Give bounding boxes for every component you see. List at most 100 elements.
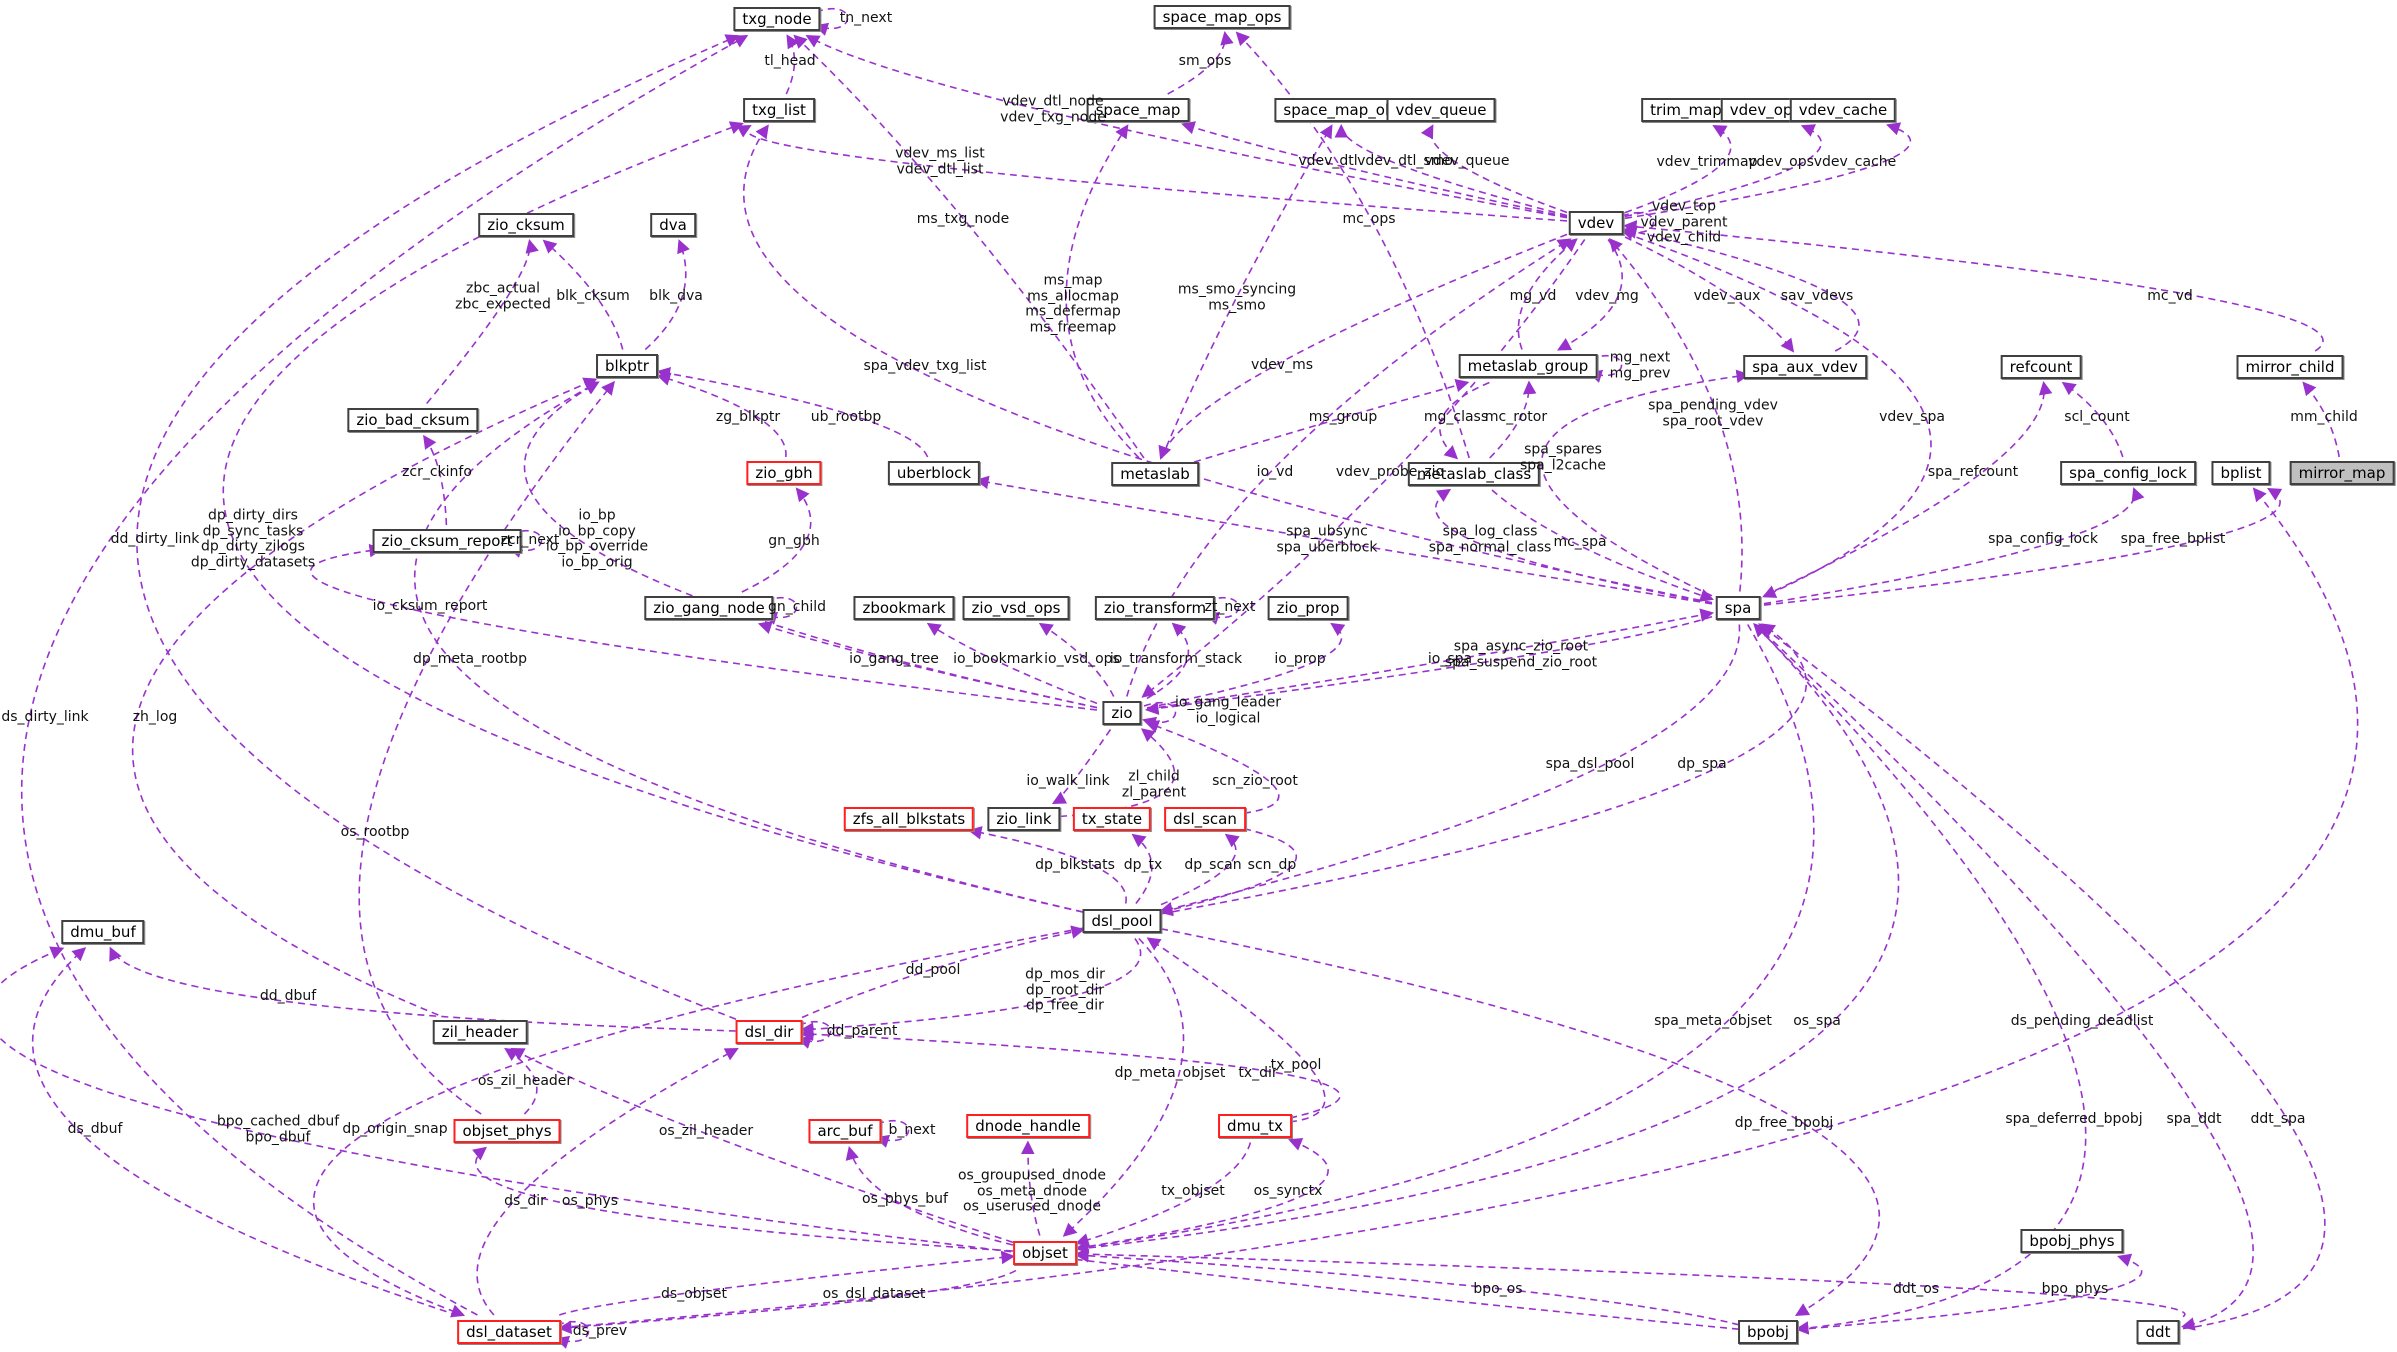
edge-zio-zio_link [1051, 729, 1112, 804]
edge-zio_link-zio [1059, 728, 1176, 818]
node-metaslab[interactable]: metaslab [1111, 462, 1199, 486]
edge-metaslab-metaslab_group [1193, 378, 1470, 463]
node-dsl_pool[interactable]: dsl_pool [1082, 909, 1162, 933]
node-vdev[interactable]: vdev [1568, 211, 1624, 235]
edge-uberblock-blkptr [656, 366, 929, 458]
node-objset[interactable]: objset [1013, 1241, 1077, 1265]
edge-zio-zio_prop [1146, 622, 1346, 709]
edge-dsl_dataset-dsl_dataset [555, 1320, 590, 1349]
node-bpobj[interactable]: bpobj [1738, 1320, 1798, 1344]
edge-dsl_dataset-dmu_buf [31, 947, 459, 1317]
node-dsl_dataset[interactable]: dsl_dataset [457, 1320, 561, 1344]
edge-blkptr-zio_cksum [542, 239, 624, 350]
node-txg_node[interactable]: txg_node [733, 7, 821, 31]
edge-zio_gang_node-zio_gang_node [763, 596, 798, 625]
edge-spa-metaslab_class [1434, 488, 1713, 604]
edge-zio_bad_cksum-zio_cksum [426, 239, 539, 405]
node-space_map[interactable]: space_map [1086, 98, 1190, 122]
node-objset_phys[interactable]: objset_phys [453, 1119, 561, 1143]
node-zio[interactable]: zio [1102, 701, 1142, 725]
node-zio_prop[interactable]: zio_prop [1267, 596, 1349, 620]
edge-vdev-trim_map [1624, 124, 1732, 214]
node-zio_bad_cksum[interactable]: zio_bad_cksum [347, 408, 479, 432]
edge-metaslab_class-spa [1491, 489, 1714, 602]
node-mirror_map[interactable]: mirror_map [2289, 461, 2395, 485]
node-spa[interactable]: spa [1715, 596, 1761, 620]
node-refcount[interactable]: refcount [2000, 355, 2082, 379]
node-dva[interactable]: dva [650, 213, 696, 237]
node-trim_map[interactable]: trim_map [1641, 98, 1731, 122]
edge-vdev-spa [1624, 232, 1932, 598]
edge-dsl_pool-objset [1062, 937, 1185, 1237]
node-dsl_scan[interactable]: dsl_scan [1164, 807, 1246, 831]
edge-spa-txg_list [742, 124, 1713, 604]
node-blkptr[interactable]: blkptr [596, 354, 658, 378]
node-metaslab_group[interactable]: metaslab_group [1458, 354, 1598, 378]
edge-arc_buf-arc_buf [875, 1119, 910, 1148]
edge-vdev-vdev_cache [1624, 122, 1912, 220]
edge-zio_transform-zio_transform [1205, 596, 1240, 625]
edge-dsl_pool-zfs_all_blkstats [967, 826, 1127, 904]
node-zio_gang_node[interactable]: zio_gang_node [644, 596, 774, 620]
edge-dsl_dir-dsl_dir [797, 1020, 832, 1049]
node-zfs_all_blkstats[interactable]: zfs_all_blkstats [843, 807, 975, 831]
edge-objset-zil_header [510, 1048, 1014, 1244]
edge-zio_cksum_report-zio_bad_cksum [423, 434, 448, 526]
node-spa_aux_vdev[interactable]: spa_aux_vdev [1743, 355, 1867, 379]
node-dnode_handle[interactable]: dnode_handle [966, 1114, 1090, 1138]
edge-dmu_tx-dsl_dir [799, 1027, 1341, 1119]
node-mirror_child[interactable]: mirror_child [2236, 355, 2344, 379]
node-zio_cksum[interactable]: zio_cksum [478, 213, 574, 237]
edge-vdev-vdev_ops [1624, 124, 1822, 218]
edge-dsl_pool-spa [1160, 623, 1807, 915]
node-zio_cksum_report[interactable]: zio_cksum_report [372, 529, 522, 553]
node-txg_list[interactable]: txg_list [743, 98, 815, 122]
edge-spa-spa_config_lock [1763, 487, 2145, 605]
edge-bpobj-objset [1074, 1248, 1740, 1326]
node-zio_vsd_ops[interactable]: zio_vsd_ops [962, 596, 1070, 620]
edge-dsl_scan-zio [1145, 720, 1280, 814]
edge-vdev-zio [1141, 239, 1586, 698]
edge-dsl_dataset-objset [559, 1250, 1016, 1316]
node-spa_config_lock[interactable]: spa_config_lock [2060, 461, 2196, 485]
edge-objset-dsl_dataset [557, 1269, 1017, 1335]
edge-vdev-space_map [1181, 121, 1568, 218]
node-space_map_obj[interactable]: space_map_obj [1274, 98, 1408, 122]
node-zil_header[interactable]: zil_header [432, 1020, 528, 1044]
edge-spa_config_lock-refcount [2061, 381, 2124, 458]
node-dmu_tx[interactable]: dmu_tx [1218, 1114, 1292, 1138]
edge-spa-dsl_pool [1159, 624, 1741, 916]
edge-objset_phys-blkptr [358, 380, 615, 1115]
edge-dsl_pool-dsl_scan [1160, 833, 1240, 906]
edge-spa-vdev [1608, 237, 1743, 592]
edge-spa-refcount [1763, 380, 2053, 597]
edge-vdev-txg_list [736, 125, 1568, 222]
node-zio_gbh[interactable]: zio_gbh [746, 461, 822, 485]
edge-metaslab-space_map [1065, 124, 1140, 459]
node-bpobj_phys[interactable]: bpobj_phys [2020, 1229, 2124, 1253]
node-space_map_ops[interactable]: space_map_ops [1153, 5, 1291, 29]
edge-vdev-metaslab [1158, 233, 1568, 460]
node-dmu_buf[interactable]: dmu_buf [61, 920, 145, 944]
node-zio_transform[interactable]: zio_transform [1094, 596, 1216, 620]
node-uberblock[interactable]: uberblock [887, 461, 981, 485]
node-ddt[interactable]: ddt [2136, 1320, 2180, 1344]
edge-dsl_scan-dsl_pool [1159, 827, 1297, 917]
edge-zio-spa [1146, 608, 1715, 710]
edge-spa_aux_vdev-vdev [1623, 225, 1860, 352]
node-tx_state[interactable]: tx_state [1072, 807, 1152, 831]
edge-dsl_dir-txg_node [136, 34, 740, 1020]
node-metaslab_class[interactable]: metaslab_class [1407, 462, 1541, 486]
node-dsl_dir[interactable]: dsl_dir [735, 1020, 803, 1044]
node-arc_buf[interactable]: arc_buf [808, 1119, 882, 1143]
node-vdev_cache[interactable]: vdev_cache [1789, 98, 1897, 122]
node-bplist[interactable]: bplist [2211, 461, 2271, 485]
edge-metaslab_group-metaslab_group [1588, 354, 1623, 383]
edge-spa-objset [1074, 624, 1815, 1254]
node-vdev_queue[interactable]: vdev_queue [1386, 98, 1496, 122]
edge-bpobj-dmu_buf [0, 946, 1740, 1330]
node-zbookmark[interactable]: zbookmark [853, 596, 955, 620]
node-zio_link[interactable]: zio_link [987, 807, 1061, 831]
edge-spa-bpobj [1753, 623, 2087, 1335]
edge-dsl_pool-txg_list [222, 121, 1084, 913]
